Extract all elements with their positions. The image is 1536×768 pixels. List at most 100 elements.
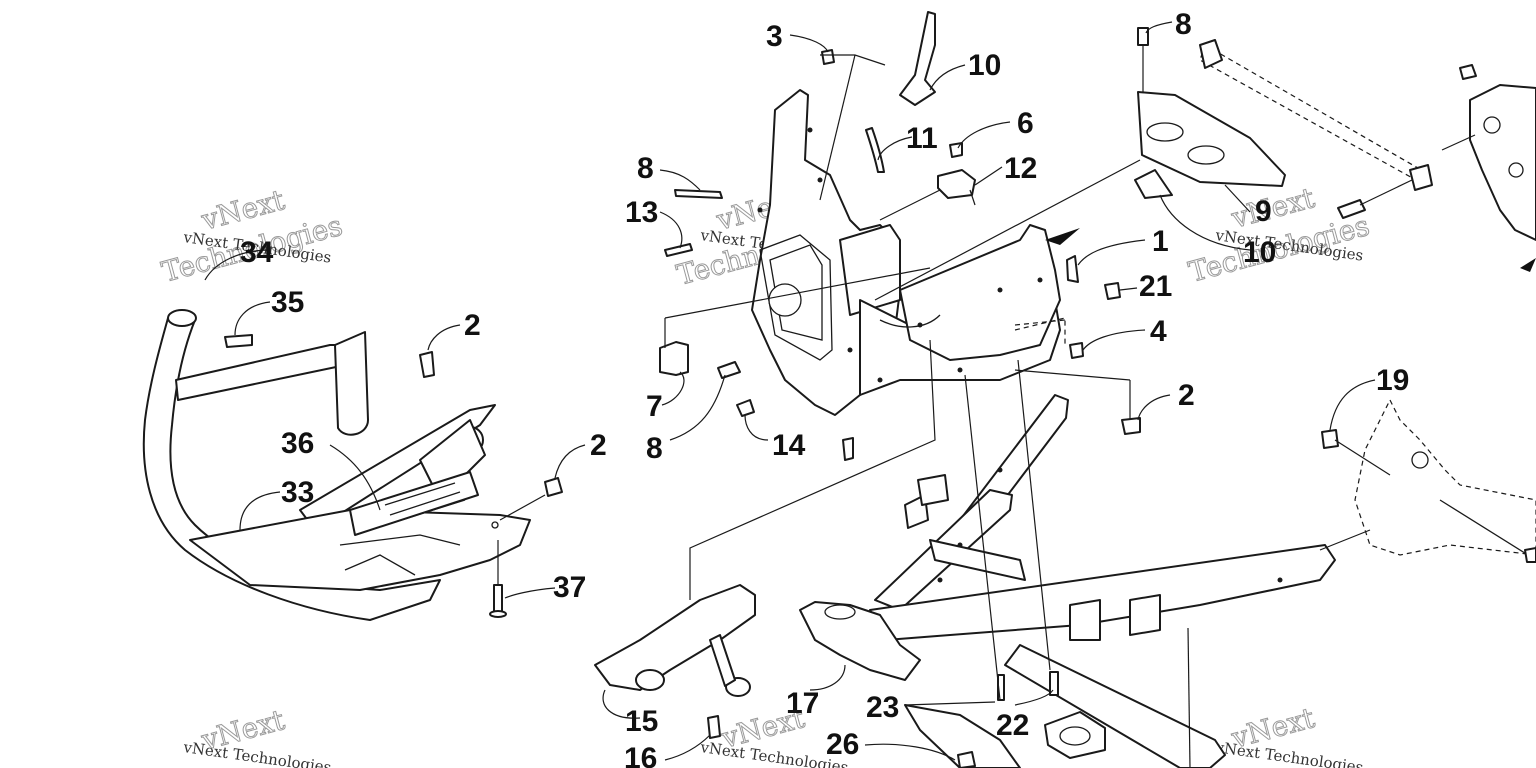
leader-21	[1119, 287, 1138, 291]
nut-19	[1321, 429, 1339, 449]
callout-33: 33	[281, 476, 314, 509]
clip-2-right	[1121, 417, 1141, 435]
housing-rivet	[807, 127, 813, 133]
leader-6	[957, 121, 1011, 149]
housing-curve	[879, 314, 941, 328]
callout-9: 9	[1255, 195, 1272, 228]
part-19-bracket	[1354, 398, 1536, 556]
skid-hole	[491, 521, 499, 529]
leader-15	[744, 414, 769, 441]
callout-2-right: 2	[1178, 379, 1195, 412]
skid-detail-line	[344, 554, 416, 576]
bracket-hole	[824, 604, 856, 620]
bumper-tube-end	[167, 309, 197, 327]
bumper-mesh-panel	[349, 471, 479, 536]
bolt-37-head	[489, 610, 507, 618]
part-9-plate	[1137, 91, 1286, 187]
part-18-bracket	[799, 601, 921, 681]
callout-15: 14	[772, 429, 806, 462]
assembly-line	[969, 189, 976, 206]
clip-2-center	[544, 477, 563, 497]
part-16-leg	[709, 634, 736, 687]
watermark-right-top: vNext Technologies vNext Technologies	[1185, 180, 1374, 289]
callout-21: 21	[1139, 270, 1172, 303]
bolt-15	[736, 399, 755, 417]
housing-window-inner	[769, 244, 823, 341]
callout-35: 35	[271, 286, 304, 319]
leader-7	[661, 371, 685, 406]
leader-17	[664, 734, 711, 761]
small-nut-top-right	[1459, 64, 1477, 80]
cross-member-end-right	[1409, 164, 1433, 191]
leader-26	[864, 743, 956, 761]
frame-rivet	[1277, 577, 1283, 583]
bolt-15-lower	[842, 437, 854, 461]
nut-21	[1104, 282, 1121, 300]
callout-6: 6	[1017, 107, 1034, 140]
frame-rivet	[937, 577, 943, 583]
bracket-line	[1439, 499, 1536, 561]
pin-14	[664, 243, 693, 257]
housing-rivet	[1037, 277, 1043, 283]
part-10-bracket	[1134, 169, 1173, 199]
leader-8	[659, 169, 701, 191]
skid-detail-line	[339, 534, 461, 546]
bolt-right	[1337, 199, 1366, 219]
assembly-line	[819, 54, 856, 201]
frame-rivet	[957, 542, 963, 548]
leader-11	[929, 64, 966, 91]
leader-19	[1329, 379, 1376, 431]
main-frame	[869, 394, 1336, 768]
assembly-line	[1187, 627, 1191, 768]
assembly-line	[879, 189, 941, 221]
part-13-clip	[937, 169, 976, 199]
watermark-right-bottom: vNext vNext Technologies	[1213, 700, 1364, 768]
leader-2-center	[554, 444, 586, 479]
callout-19: 19	[1376, 364, 1409, 397]
rivet-8-center	[717, 361, 741, 379]
callout-36: 36	[281, 427, 314, 460]
bumper-assembly	[142, 309, 531, 621]
rivet-8-top	[1137, 27, 1149, 46]
plate-hole	[1059, 726, 1091, 746]
callout-7: 7	[646, 390, 663, 423]
frame-rivet	[997, 467, 1003, 473]
clip-2-left	[419, 351, 435, 378]
callout-12: 11	[906, 122, 938, 155]
callout-1: 1	[1152, 225, 1169, 258]
arrow-marker-icon	[1520, 258, 1536, 272]
leader-36	[329, 444, 381, 511]
leader-lines	[204, 21, 1476, 768]
callout-17: 16	[624, 742, 657, 768]
callout-16: 15	[625, 705, 658, 738]
steering-support-housing	[751, 89, 1080, 416]
leader-37	[504, 587, 556, 599]
bolt-37	[493, 584, 503, 613]
leader-14	[659, 211, 683, 249]
mesh-hatch	[384, 482, 466, 523]
bolt-22	[1049, 671, 1059, 696]
housing-rivet	[817, 177, 823, 183]
assembly-line	[1014, 369, 1131, 381]
assembly-line	[964, 374, 1001, 701]
rivet-8-left	[674, 189, 723, 199]
housing-rivet	[957, 367, 963, 373]
housing-rivet	[847, 347, 853, 353]
leader-23	[904, 701, 996, 706]
callout-26: 26	[826, 728, 859, 761]
callout-4: 4	[1150, 315, 1167, 348]
assembly-line	[1359, 179, 1413, 206]
callout-37: 37	[553, 571, 586, 604]
callout-labels: 3 10 6 11 12 8 13 7 8 14 8 9 10 1 21 4 2…	[240, 8, 1409, 768]
part-1-pin	[1066, 255, 1079, 283]
bracket-hole	[1508, 162, 1524, 178]
watermark-left-bottom: vNext vNext Technologies	[181, 702, 332, 768]
bolt-35	[224, 334, 253, 348]
callout-8-top: 8	[1175, 8, 1192, 41]
assembly-line	[1319, 529, 1371, 551]
leader-10	[1159, 194, 1251, 251]
part-7-grommet	[659, 341, 689, 376]
callout-14: 13	[625, 196, 658, 229]
rivet-17	[707, 715, 721, 739]
